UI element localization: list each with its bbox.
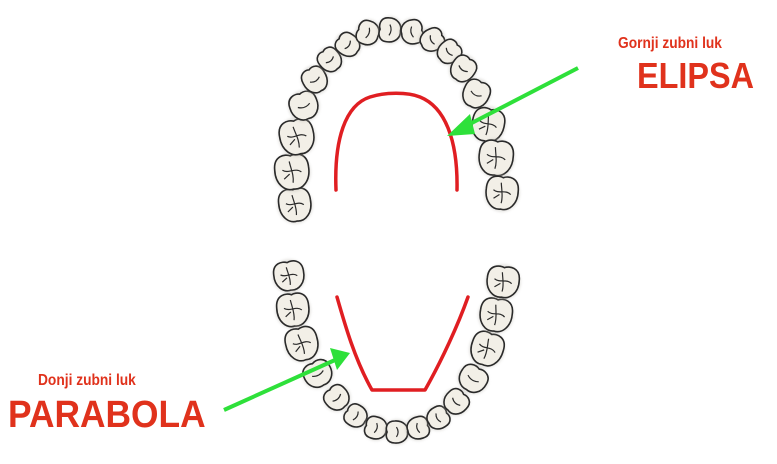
- upper-tooth: [274, 113, 319, 160]
- upper-tooth: [482, 173, 521, 214]
- upper-tooth: [271, 150, 313, 194]
- lower-tooth: [270, 257, 308, 295]
- upper-teeth-row: [271, 15, 522, 226]
- lower-tooth: [273, 289, 313, 331]
- lower-arch-shape-name: PARABOLA: [8, 396, 206, 434]
- lower-tooth: [483, 262, 523, 302]
- upper-arch-ellipse-curve: [336, 93, 457, 190]
- upper-arch-caption: Gornji zubni luk: [618, 36, 722, 52]
- lower-arch-caption: Donji zubni luk: [38, 373, 136, 389]
- upper-arch-shape-name: ELIPSA: [637, 58, 754, 94]
- lower-teeth-row: [270, 257, 523, 445]
- lower-tooth: [476, 294, 517, 337]
- lower-arch-parabola-curve: [337, 297, 468, 390]
